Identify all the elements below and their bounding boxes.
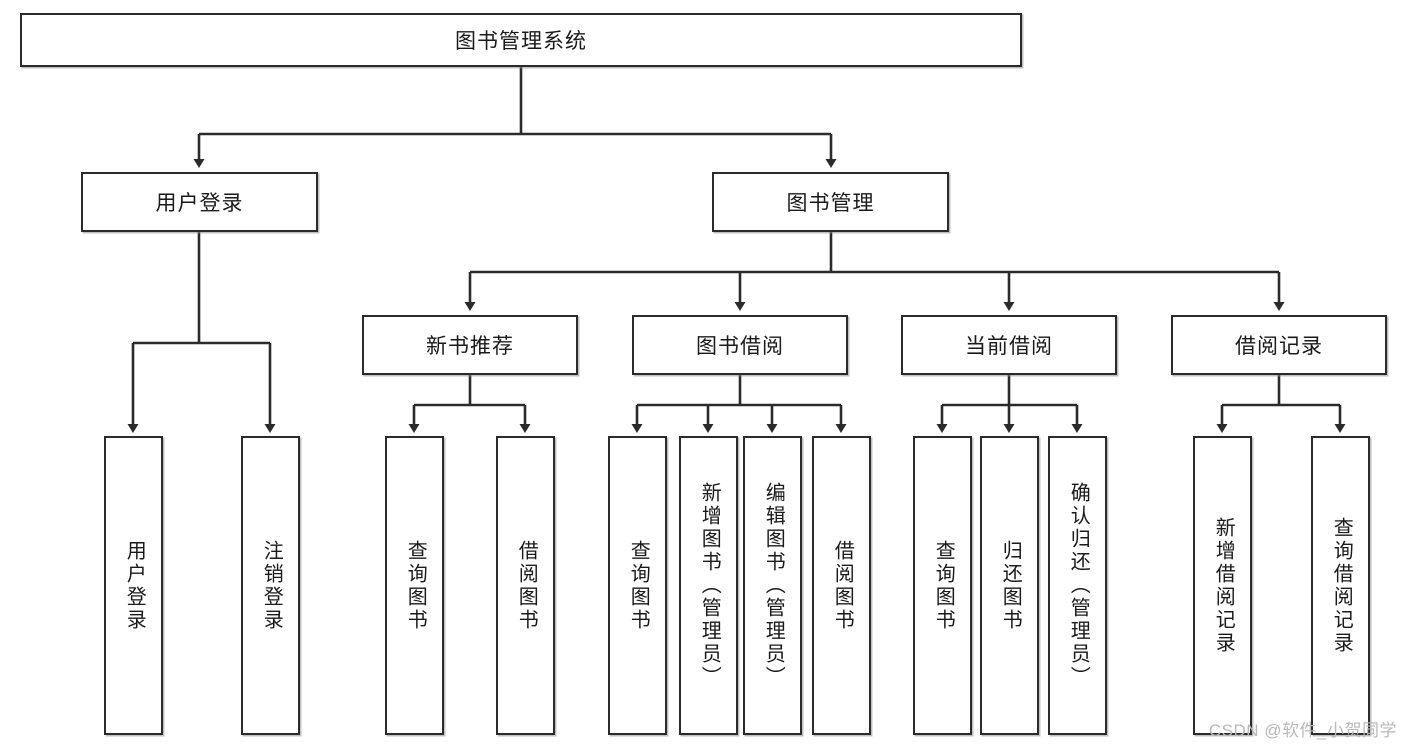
leaf-label: 借阅图书 [515, 539, 538, 632]
leaf-label: 新增图书（管理员） [698, 482, 721, 689]
node-root-label: 图书管理系统 [455, 30, 587, 53]
node-book-borrow[interactable]: 图书借阅 [632, 315, 848, 375]
leaf-new-book-query[interactable]: 查询图书 [385, 436, 444, 735]
leaf-label: 编辑图书（管理员） [762, 482, 785, 689]
leaf-records-query-record[interactable]: 查询借阅记录 [1311, 436, 1370, 735]
leaf-new-book-borrow[interactable]: 借阅图书 [496, 436, 555, 735]
leaf-label: 归还图书 [999, 539, 1022, 632]
leaf-borrow-borrow-book[interactable]: 借阅图书 [812, 436, 871, 735]
leaf-borrow-edit-book[interactable]: 编辑图书（管理员） [743, 436, 802, 735]
node-borrow-records-label: 借阅记录 [1235, 335, 1323, 358]
leaf-label: 借阅图书 [831, 539, 854, 632]
watermark: CSDN @软件_小贺同学 [1208, 721, 1397, 740]
node-current-borrow[interactable]: 当前借阅 [901, 315, 1117, 375]
leaf-label: 确认归还（管理员） [1067, 482, 1090, 689]
node-new-book-recommend-label: 新书推荐 [426, 335, 514, 358]
leaf-label: 查询图书 [627, 539, 650, 632]
leaf-current-confirm-return[interactable]: 确认归还（管理员） [1048, 436, 1107, 735]
node-book-borrow-label: 图书借阅 [696, 335, 784, 358]
node-current-borrow-label: 当前借阅 [965, 335, 1053, 358]
node-borrow-records[interactable]: 借阅记录 [1171, 315, 1387, 375]
leaf-label: 新增借阅记录 [1212, 516, 1235, 655]
leaf-label: 查询图书 [932, 539, 955, 632]
leaf-label: 查询图书 [404, 539, 427, 632]
leaf-borrow-add-book[interactable]: 新增图书（管理员） [679, 436, 738, 735]
leaf-user-login-login[interactable]: 用户登录 [104, 436, 163, 735]
node-book-management-label: 图书管理 [786, 192, 875, 215]
node-root[interactable]: 图书管理系统 [20, 13, 1022, 67]
leaf-label: 注销登录 [260, 539, 283, 632]
leaf-label: 查询借阅记录 [1330, 516, 1353, 655]
leaf-label: 用户登录 [123, 539, 146, 632]
leaf-user-login-logout[interactable]: 注销登录 [241, 436, 300, 735]
node-book-management[interactable]: 图书管理 [712, 172, 949, 232]
leaf-records-add-record[interactable]: 新增借阅记录 [1193, 436, 1252, 735]
node-new-book-recommend[interactable]: 新书推荐 [362, 315, 578, 375]
leaf-current-query-book[interactable]: 查询图书 [913, 436, 972, 735]
node-user-login[interactable]: 用户登录 [81, 172, 318, 232]
leaf-borrow-query-book[interactable]: 查询图书 [608, 436, 667, 735]
node-user-login-label: 用户登录 [155, 192, 244, 215]
leaf-current-return-book[interactable]: 归还图书 [980, 436, 1039, 735]
